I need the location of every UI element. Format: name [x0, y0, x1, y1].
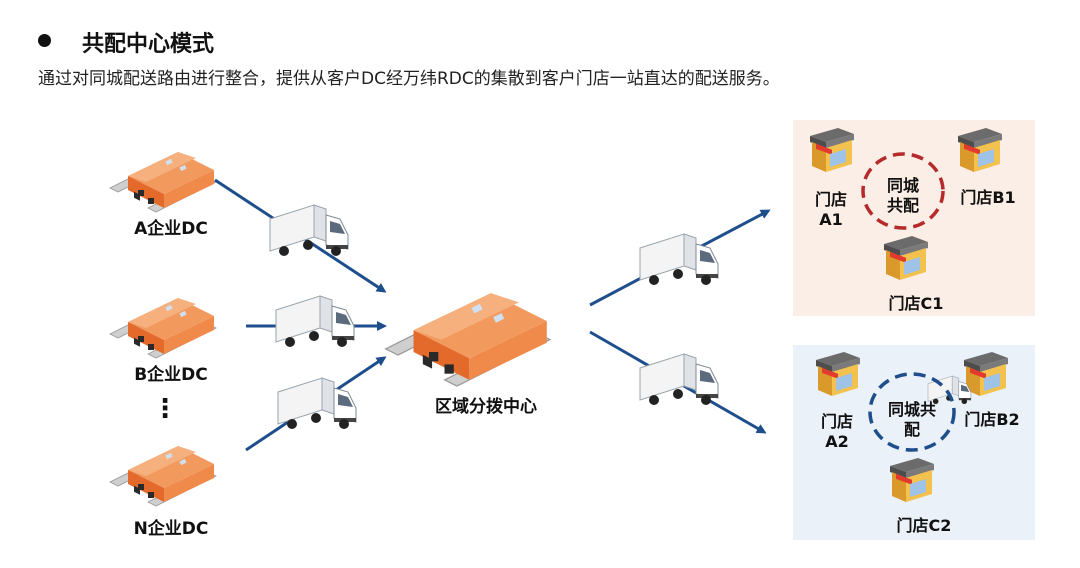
truck-icon-top	[639, 233, 719, 286]
source-a-warehouse-icon	[109, 151, 217, 213]
shop-icon-c1	[884, 236, 928, 280]
co-delivery-ring-bottom	[868, 372, 956, 452]
source-b-warehouse-icon	[109, 297, 217, 359]
shop-icon-b1	[958, 128, 1002, 172]
store-a2-label: 门店A2	[820, 412, 853, 451]
page-title: 共配中心模式	[82, 32, 215, 57]
hub-warehouse-icon	[384, 292, 551, 387]
store-b2-label: 门店B2	[964, 410, 1020, 429]
shop-icon-a1	[810, 128, 854, 172]
source-n-label: N企业DC	[133, 519, 209, 539]
co-delivery-label-top: 同城共配	[886, 176, 919, 215]
source-b-label: B企业DC	[134, 365, 208, 385]
store-c1-label: 门店C1	[888, 294, 944, 313]
shop-icon-a2	[816, 352, 860, 396]
co-delivery-label-bottom: 同城共配	[888, 400, 937, 439]
shop-icon-c2	[890, 458, 934, 502]
store-b1-label: 门店B1	[960, 188, 1016, 207]
hub-label: 区域分拨中心	[435, 397, 537, 417]
truck-icon-a	[269, 204, 349, 257]
store-c2-label: 门店C2	[896, 516, 952, 535]
source-a-label: A企业DC	[134, 219, 208, 239]
page-description: 通过对同城配送路由进行整合，提供从客户DC经万纬RDC的集散到客户门店一站直达的…	[38, 69, 780, 89]
shop-icon-b2	[964, 352, 1008, 396]
truck-icon-b	[275, 295, 355, 348]
co-delivery-ring-top	[861, 152, 945, 230]
source-n-warehouse-icon	[109, 445, 217, 507]
title-bullet	[38, 34, 51, 47]
source-ellipsis: ⋮	[152, 394, 178, 424]
truck-icon-bottom	[639, 353, 719, 406]
store-a1-label: 门店A1	[814, 190, 847, 229]
